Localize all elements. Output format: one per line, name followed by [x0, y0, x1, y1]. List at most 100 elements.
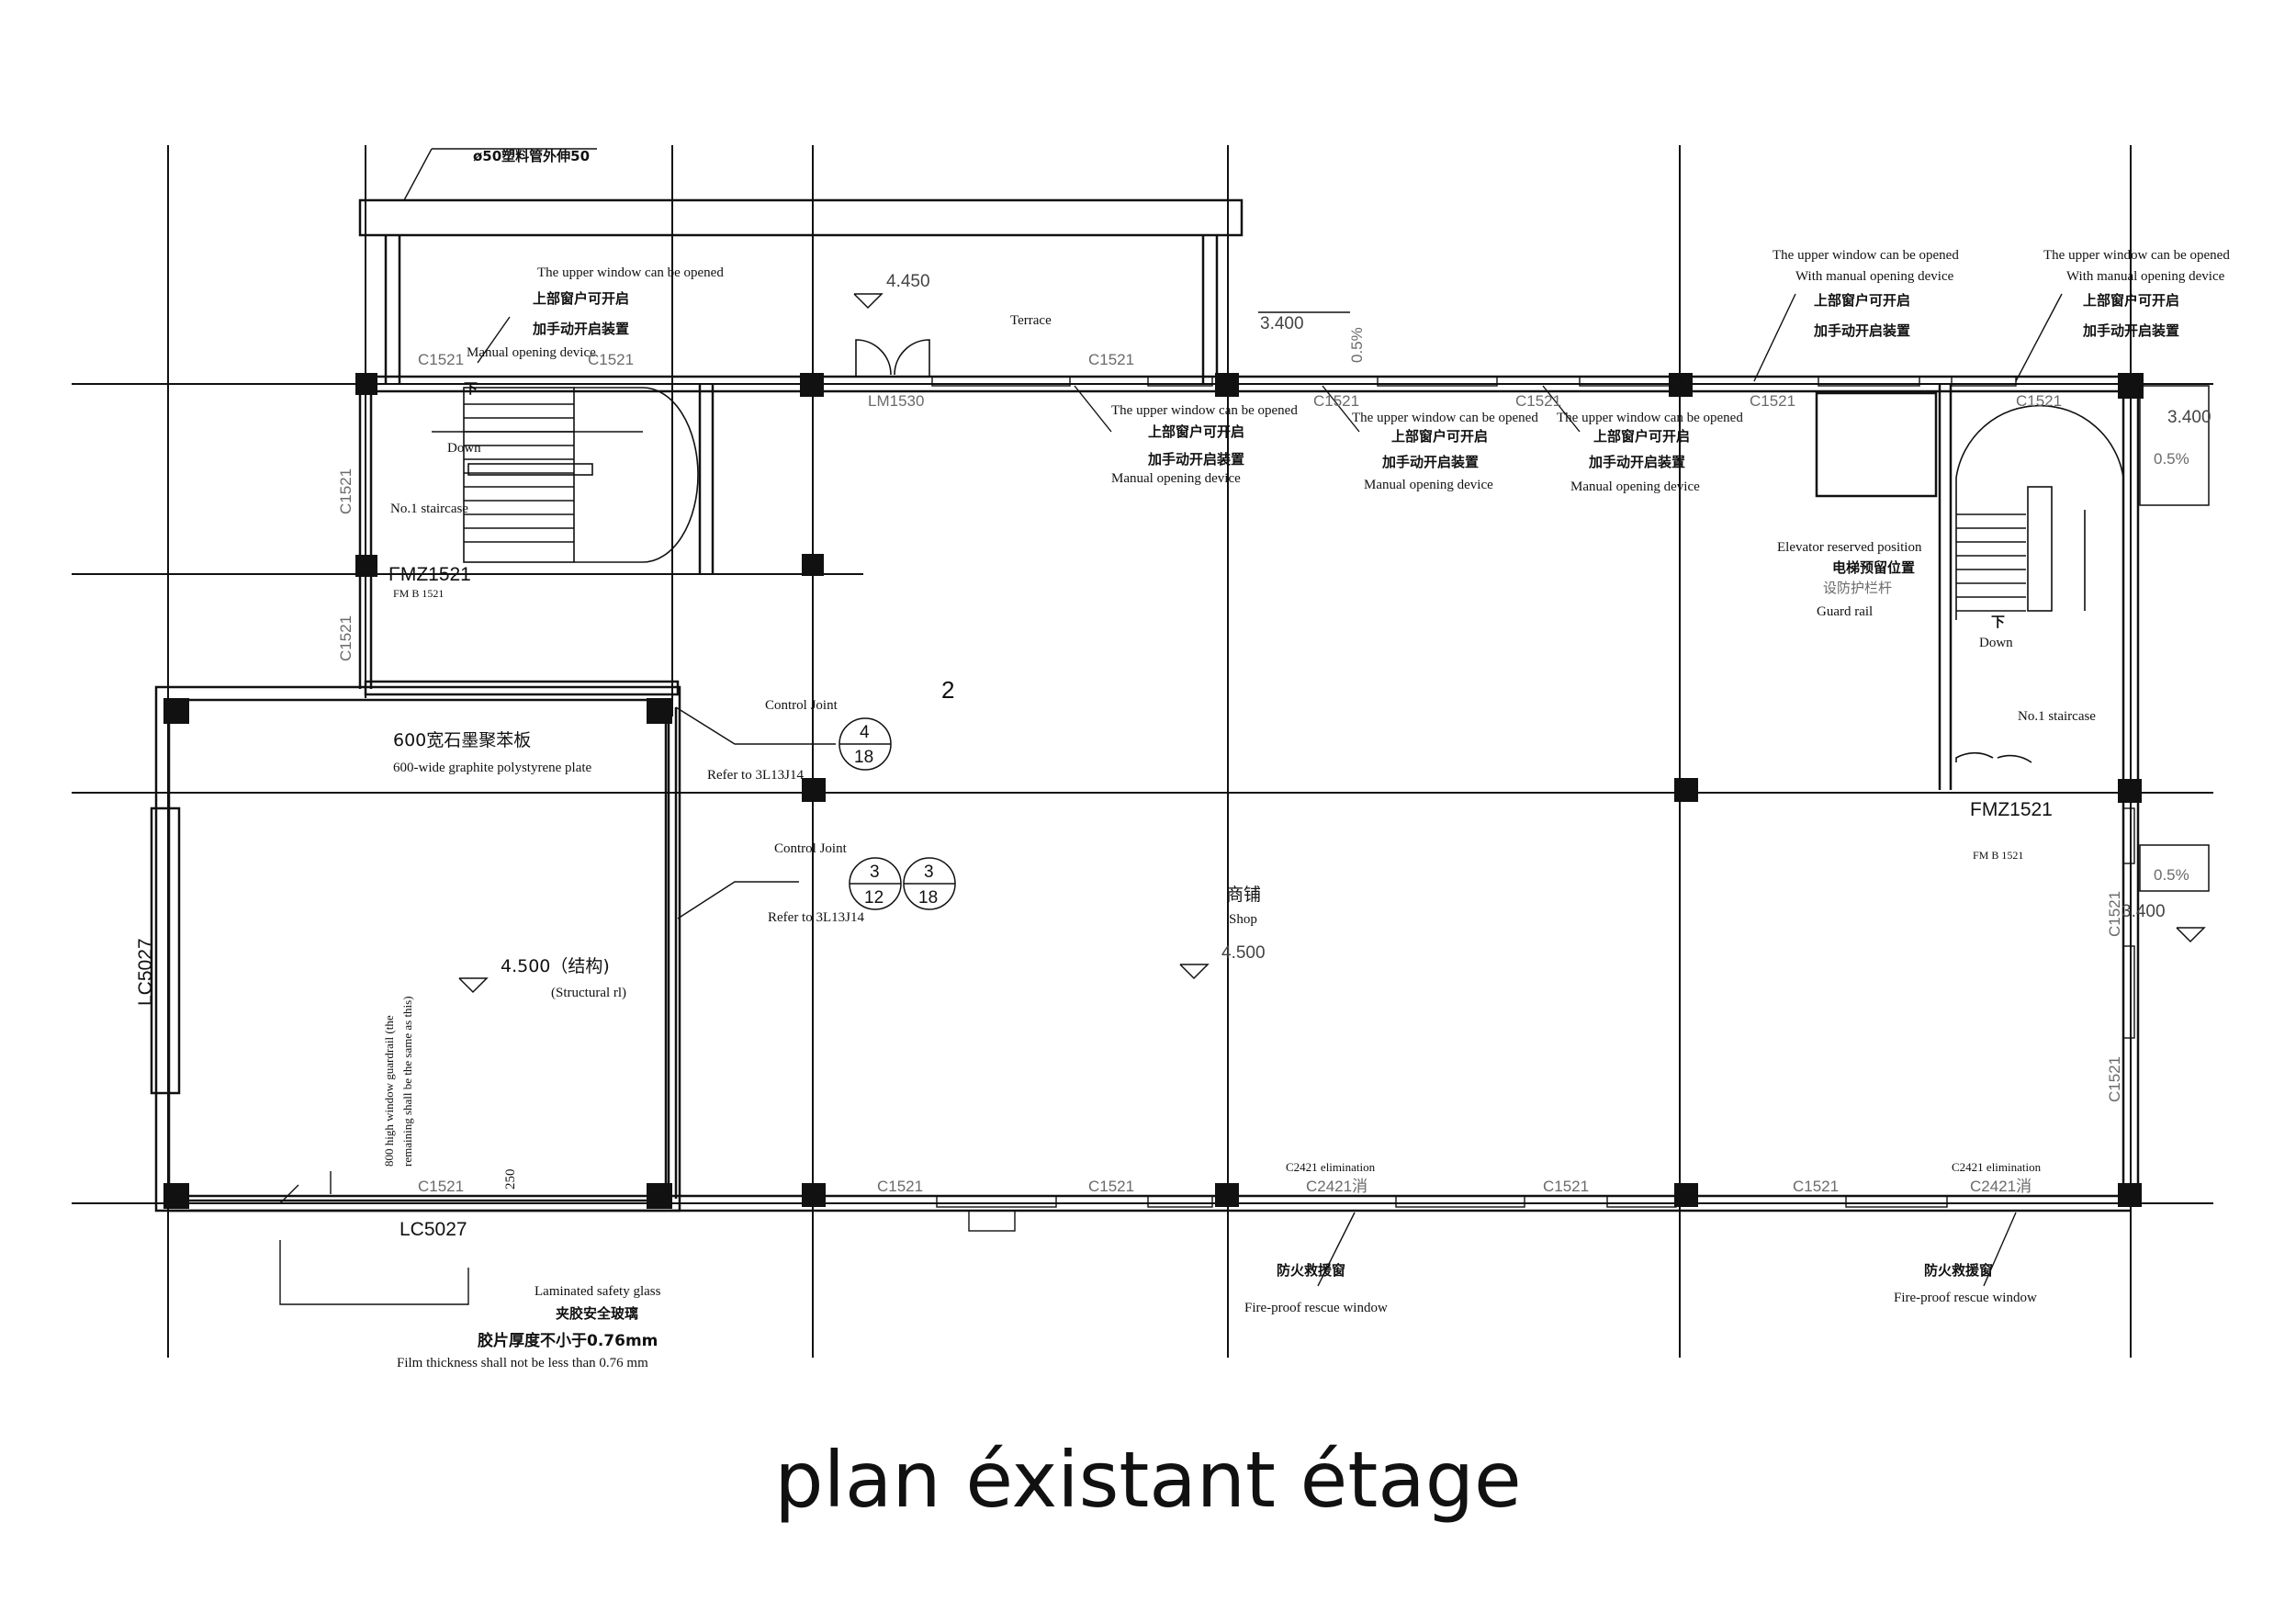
- window-code: C1521: [877, 1178, 923, 1195]
- staircase-right-drawing: [1955, 404, 2124, 763]
- window-note-e-cn1: 上部窗户可开启: [2083, 292, 2179, 309]
- stair-right-down-en: Down: [1979, 636, 2013, 650]
- c2421-code: C2421消: [1970, 1178, 2032, 1195]
- window-note-a-en1: The upper window can be opened: [1111, 403, 1298, 418]
- terrace-door: LM1530: [868, 392, 924, 410]
- level-3400-top-right: 3.400: [2167, 408, 2212, 427]
- glass-cn: 夹胶安全玻璃: [556, 1305, 638, 1322]
- window-note-b-cn2: 加手动开启装置: [1381, 454, 1479, 470]
- structural-note: (Structural rl): [551, 986, 626, 1000]
- window-code: C1521: [1515, 392, 1561, 410]
- window-note-d-en1: The upper window can be opened: [1773, 248, 1959, 263]
- window-note-b-en1: The upper window can be opened: [1352, 411, 1538, 425]
- door-right-main: FMZ1521: [1970, 799, 2053, 820]
- glass-en: Laminated safety glass: [535, 1284, 661, 1299]
- guardrail-note-1: 800 high window guardrail (the: [382, 1015, 396, 1167]
- window-code: C1521: [418, 351, 464, 368]
- window-code: C1521: [1750, 392, 1795, 410]
- leader-lines: [279, 148, 2063, 1305]
- window-note-left-cn2: 加手动开启装置: [532, 321, 629, 337]
- window-note-a-en2: Manual opening device: [1111, 471, 1241, 486]
- stair-right-down-cn: 下: [1991, 614, 2005, 630]
- callout-1-num: 4: [860, 723, 870, 742]
- callout-2a-den: 12: [864, 888, 884, 908]
- window-note-c-en1: The upper window can be opened: [1557, 411, 1743, 425]
- graphite-cn: 600宽石墨聚苯板: [393, 730, 531, 750]
- window-note-e-en2: With manual opening device: [2066, 269, 2225, 284]
- staircase-left-drawing: [432, 387, 699, 563]
- window-code: C1521: [1543, 1178, 1589, 1195]
- dim-250: 250: [503, 1169, 518, 1190]
- fire-window-1-en: Fire-proof rescue window: [1244, 1301, 1388, 1315]
- elevator-rail-cn: 设防护栏杆: [1823, 581, 1892, 596]
- grid-lines: [72, 145, 2213, 1358]
- glass-film-en: Film thickness shall not be less than 0.…: [397, 1356, 648, 1370]
- window-note-c-cn1: 上部窗户可开启: [1593, 428, 1690, 445]
- drawing-title: plan éxistant étage: [774, 1435, 1521, 1525]
- window-code: C1521: [2106, 1056, 2123, 1102]
- window-code: C1521: [2106, 891, 2123, 937]
- fire-window-2-cn: 防火救援窗: [1924, 1262, 1993, 1279]
- level-markers: [458, 293, 2210, 994]
- stair-left-label: No.1 staircase: [390, 502, 468, 516]
- stair-right-label: No.1 staircase: [2018, 709, 2096, 724]
- window-note-d-cn2: 加手动开启装置: [1813, 322, 1910, 339]
- detail-callouts: [838, 717, 956, 910]
- window-lc5027-bottom: LC5027: [400, 1219, 467, 1240]
- columns: [163, 373, 2144, 1209]
- glass-film-cn: 胶片厚度不小于0.76mm: [478, 1331, 658, 1350]
- fire-window-2-en: Fire-proof rescue window: [1894, 1291, 2037, 1305]
- window-code: C1521: [1313, 392, 1359, 410]
- window-note-b-cn1: 上部窗户可开启: [1391, 428, 1488, 445]
- window-note-left-en1: The upper window can be opened: [537, 265, 724, 280]
- shop-en: Shop: [1229, 912, 1257, 927]
- control-joint-2-label: Control Joint: [774, 841, 848, 856]
- callout-2b-num: 3: [924, 863, 934, 882]
- door-swings: [855, 339, 930, 377]
- guardrail-note-2: remaining shall be the same as this): [400, 996, 414, 1167]
- callout-2a-num: 3: [870, 863, 880, 882]
- window-lc5027-side: LC5027: [135, 938, 156, 1006]
- elevator-en: Elevator reserved position: [1777, 540, 1922, 555]
- window-code: C1521: [337, 468, 355, 514]
- window-note-b-en2: Manual opening device: [1364, 478, 1493, 492]
- stair-left-down-cn: 下: [464, 380, 478, 397]
- door-left-main: FMZ1521: [388, 564, 471, 585]
- structural-level: 4.500（结构): [501, 956, 610, 976]
- control-joint-2-refer: Refer to 3L13J14: [768, 910, 864, 925]
- window-code: C1521: [1088, 1178, 1134, 1195]
- shop-level: 4.500: [1221, 943, 1266, 963]
- slope-right-top: 0.5%: [2154, 450, 2189, 468]
- c2421-code: C2421消: [1306, 1178, 1367, 1195]
- pipe-note: ø50塑料管外伸50: [473, 148, 590, 164]
- slope-right-mid: 0.5%: [2154, 866, 2189, 884]
- window-code: C1521: [337, 615, 355, 661]
- door-left-sub: FM B 1521: [393, 587, 444, 600]
- shop-cn: 商铺: [1226, 885, 1261, 905]
- window-strips: [931, 376, 2135, 1232]
- door-right-sub: FM B 1521: [1973, 849, 2023, 862]
- callout-1-den: 18: [854, 748, 873, 767]
- graphite-en: 600-wide graphite polystyrene plate: [393, 761, 592, 775]
- slope-top: 0.5%: [1348, 327, 1366, 363]
- window-note-c-cn2: 加手动开启装置: [1588, 454, 1685, 470]
- window-note-e-en1: The upper window can be opened: [2043, 248, 2230, 263]
- stair-left-down-en: Down: [447, 441, 481, 456]
- window-note-d-cn1: 上部窗户可开启: [1814, 292, 1910, 309]
- window-note-e-cn2: 加手动开启装置: [2082, 322, 2179, 339]
- elevator-cn: 电梯预留位置: [1832, 559, 1915, 576]
- elevator-rail-en: Guard rail: [1817, 604, 1873, 619]
- room-number: 2: [941, 676, 954, 704]
- window-code: C1521: [1793, 1178, 1839, 1195]
- window-note-a-cn2: 加手动开启装置: [1147, 451, 1244, 468]
- fire-window-1-cn: 防火救援窗: [1277, 1262, 1345, 1279]
- window-note-c-en2: Manual opening device: [1570, 479, 1700, 494]
- window-code: C1521: [418, 1178, 464, 1195]
- level-3400-top: 3.400: [1260, 314, 1304, 333]
- callout-2b-den: 18: [918, 888, 938, 908]
- window-code: C1521: [1088, 351, 1134, 368]
- control-joint-1-refer: Refer to 3L13J14: [707, 768, 804, 783]
- terrace-label: Terrace: [1010, 313, 1052, 328]
- window-note-d-en2: With manual opening device: [1795, 269, 1954, 284]
